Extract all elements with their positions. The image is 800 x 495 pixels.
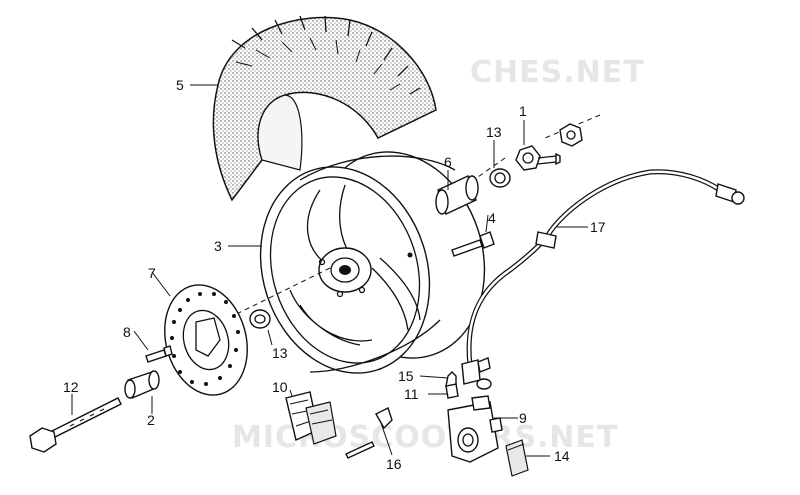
callout-11: 11 (404, 386, 419, 402)
callout-10: 10 (272, 379, 288, 395)
bearing-left (249, 309, 271, 329)
left-spacer (124, 370, 160, 399)
leader-lines (71, 84, 588, 457)
bleed-valve (445, 371, 459, 399)
axle-nut (515, 145, 561, 171)
callout-13-bottom: 13 (272, 345, 288, 361)
callout-15: 15 (398, 368, 414, 384)
callout-7: 7 (148, 265, 156, 281)
callout-4: 4 (488, 210, 496, 226)
cap-nut (559, 123, 583, 147)
callout-17: 17 (590, 219, 606, 235)
brake-disc (164, 284, 248, 396)
disc-screw (145, 345, 173, 363)
callout-14: 14 (554, 448, 570, 464)
callout-6: 6 (444, 154, 452, 170)
screw (451, 231, 495, 257)
brake-caliper (447, 395, 503, 463)
callout-9: 9 (519, 410, 527, 426)
brake-pads (285, 391, 337, 445)
pad-spring (505, 439, 529, 477)
callout-5: 5 (176, 77, 184, 93)
callout-12: 12 (63, 379, 79, 395)
bearing-right (489, 168, 511, 188)
axle-bolt (29, 397, 122, 453)
tyre (212, 15, 437, 202)
callout-2: 2 (147, 412, 155, 428)
callout-16: 16 (386, 456, 402, 472)
callout-3: 3 (214, 238, 222, 254)
pad-pin-kit (345, 407, 393, 459)
brake-hose (461, 169, 745, 390)
callout-8: 8 (123, 324, 131, 340)
callout-13-top: 13 (486, 124, 502, 140)
spacer (435, 175, 479, 215)
watermark-top: CHES.NET (470, 55, 645, 90)
callout-1: 1 (519, 103, 527, 119)
